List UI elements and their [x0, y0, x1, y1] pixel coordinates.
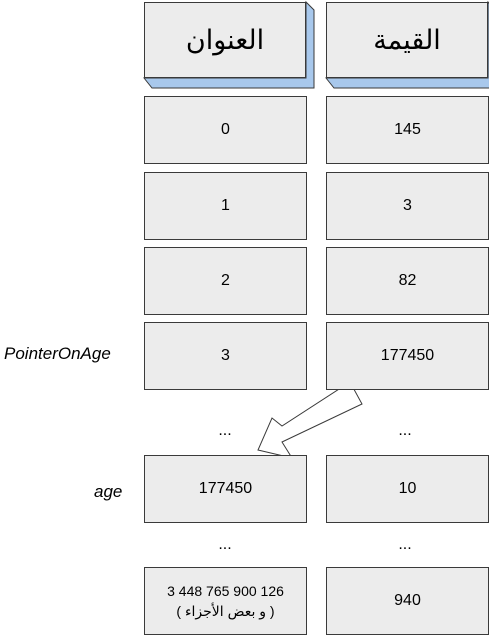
address-cell-3: 3 [144, 322, 307, 390]
address-cell-age: 177450 [144, 455, 307, 523]
pointer-variable-label: PointerOnAge [4, 344, 111, 363]
value-cell-3: 177450 [326, 322, 489, 390]
value-cell-1: 3 [326, 172, 489, 240]
address-header: العنوان [144, 2, 306, 78]
value-header: القيمة [326, 2, 488, 78]
address-cell-0: 0 [144, 96, 307, 164]
value-header-extrusion [324, 0, 489, 89]
value-cell-0: 145 [326, 96, 489, 164]
value-cell-age: 10 [326, 455, 489, 523]
last-address-number: 3 448 765 900 126 [167, 583, 284, 599]
address-cell-2: 2 [144, 247, 307, 315]
value-ellipsis-1: ... [398, 422, 412, 439]
address-ellipsis-1: ... [218, 422, 232, 439]
value-cell-last: 940 [326, 567, 489, 635]
target-variable-label: age [94, 482, 123, 501]
value-cell-2: 82 [326, 247, 489, 315]
pointer-arrow [257, 381, 363, 459]
address-header-extrusion [142, 0, 315, 89]
value-ellipsis-2: ... [398, 536, 412, 553]
address-ellipsis-2: ... [218, 536, 232, 553]
address-cell-1: 1 [144, 172, 307, 240]
last-address-note: ( و بعض الأجزاء ) [176, 603, 275, 619]
address-cell-last: 3 448 765 900 126 ( و بعض الأجزاء ) [144, 567, 307, 635]
